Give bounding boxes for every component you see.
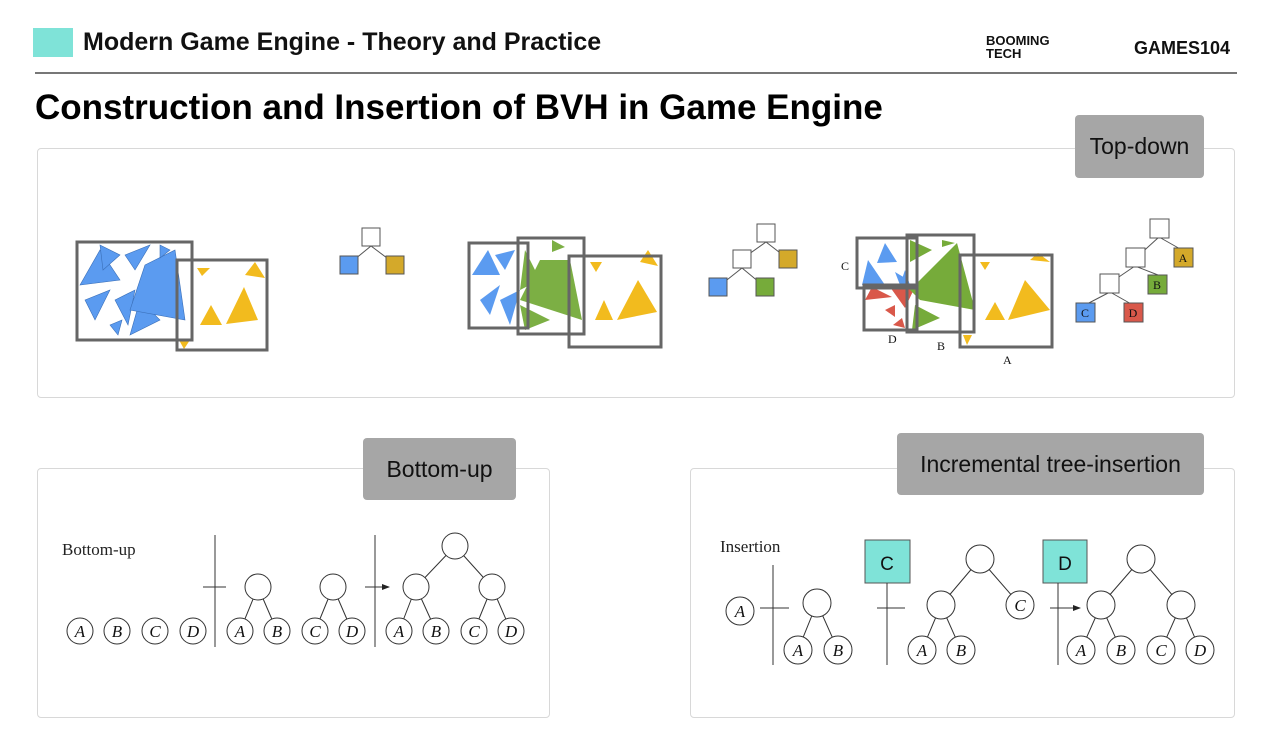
leaf-node <box>1106 635 1136 665</box>
tree1 <box>339 227 405 275</box>
bottom-up-panel <box>37 468 550 718</box>
leaf-node <box>422 617 450 645</box>
insert-d-box <box>1042 539 1088 584</box>
leaf-label: B <box>431 622 442 641</box>
leaf-label: A <box>234 622 246 641</box>
leaf-label: A <box>734 602 746 621</box>
leaf-label: C <box>1014 596 1026 615</box>
leaf-label: C <box>1155 641 1167 660</box>
leaf-node <box>497 617 525 645</box>
step2-triangles <box>467 236 663 349</box>
leaf-label: A <box>1075 641 1087 660</box>
bottom-up-diagram: Bottom-up A B C D A B C D A B C D <box>62 532 525 647</box>
games104-logo: GAMES104 <box>1134 38 1231 58</box>
leaf-label: D <box>504 622 518 641</box>
leaf-node <box>226 617 254 645</box>
tree3: A B C D <box>1075 218 1194 323</box>
insertion-diagram: Insertion C D A A B C A B A B C D <box>720 537 1215 665</box>
leaf-label: A <box>393 622 405 641</box>
leaf-label: A <box>916 641 928 660</box>
leaf-node <box>301 617 329 645</box>
insert-c-box <box>864 539 911 584</box>
leaf-node <box>141 617 169 645</box>
leaf-label: B <box>112 622 123 641</box>
leaf-label: C <box>468 622 480 641</box>
leaf-node <box>66 617 94 645</box>
leaf-node <box>823 635 853 665</box>
leaf-label: D <box>1193 641 1207 660</box>
leaf-node <box>385 617 413 645</box>
region-label-c: C <box>841 259 849 273</box>
booming-tech-logo: BOOMING TECH <box>986 33 1050 61</box>
leaf-node <box>1185 635 1215 665</box>
leaf-label: A <box>74 622 86 641</box>
region-label-a: A <box>1003 353 1012 367</box>
leaf-node <box>946 635 976 665</box>
course-title: Modern Game Engine - Theory and Practice <box>83 28 602 56</box>
leaf-node <box>1146 635 1176 665</box>
leaf-node <box>103 617 131 645</box>
course-logo-icon <box>33 28 73 57</box>
leaf-node <box>907 635 937 665</box>
insertion-caption: Insertion <box>720 537 781 556</box>
leaf-node <box>460 617 488 645</box>
tree-node-d: D <box>1129 306 1138 320</box>
tree-node-a: A <box>1179 251 1188 265</box>
leaf-label: C <box>309 622 321 641</box>
leaf-label: D <box>186 622 200 641</box>
tree-node-b: B <box>1153 278 1161 292</box>
leaf-label: B <box>833 641 844 660</box>
leaf-node <box>783 635 813 665</box>
tree-node-c: C <box>1081 306 1089 320</box>
leaf-label: D <box>345 622 359 641</box>
incremental-tag: Incremental tree-insertion <box>897 433 1204 495</box>
leaf-label: B <box>1116 641 1127 660</box>
step3-triangles: C D B A <box>841 233 1054 367</box>
leaf-label: C <box>149 622 161 641</box>
leaf-node <box>263 617 291 645</box>
tree2 <box>708 223 798 297</box>
bottom-up-tag: Bottom-up <box>363 438 516 500</box>
bottom-up-caption: Bottom-up <box>62 540 136 559</box>
step1-triangles <box>75 240 269 352</box>
incremental-panel <box>690 468 1235 718</box>
leaf-node <box>1066 635 1096 665</box>
leaf-node <box>338 617 366 645</box>
leaf-node <box>1005 590 1035 620</box>
header-divider <box>35 72 1237 74</box>
leaf-label: B <box>272 622 283 641</box>
insert-d-label: D <box>1058 554 1072 575</box>
insert-c-label: C <box>880 554 894 575</box>
leaf-node <box>179 617 207 645</box>
top-down-panel <box>37 148 1235 398</box>
leaf-node <box>725 596 755 626</box>
slide-title: Construction and Insertion of BVH in Gam… <box>35 88 883 127</box>
top-down-tag: Top-down <box>1075 115 1204 178</box>
leaf-label: A <box>792 641 804 660</box>
region-label-b: B <box>937 339 945 353</box>
leaf-label: B <box>956 641 967 660</box>
region-label-d: D <box>888 332 897 346</box>
